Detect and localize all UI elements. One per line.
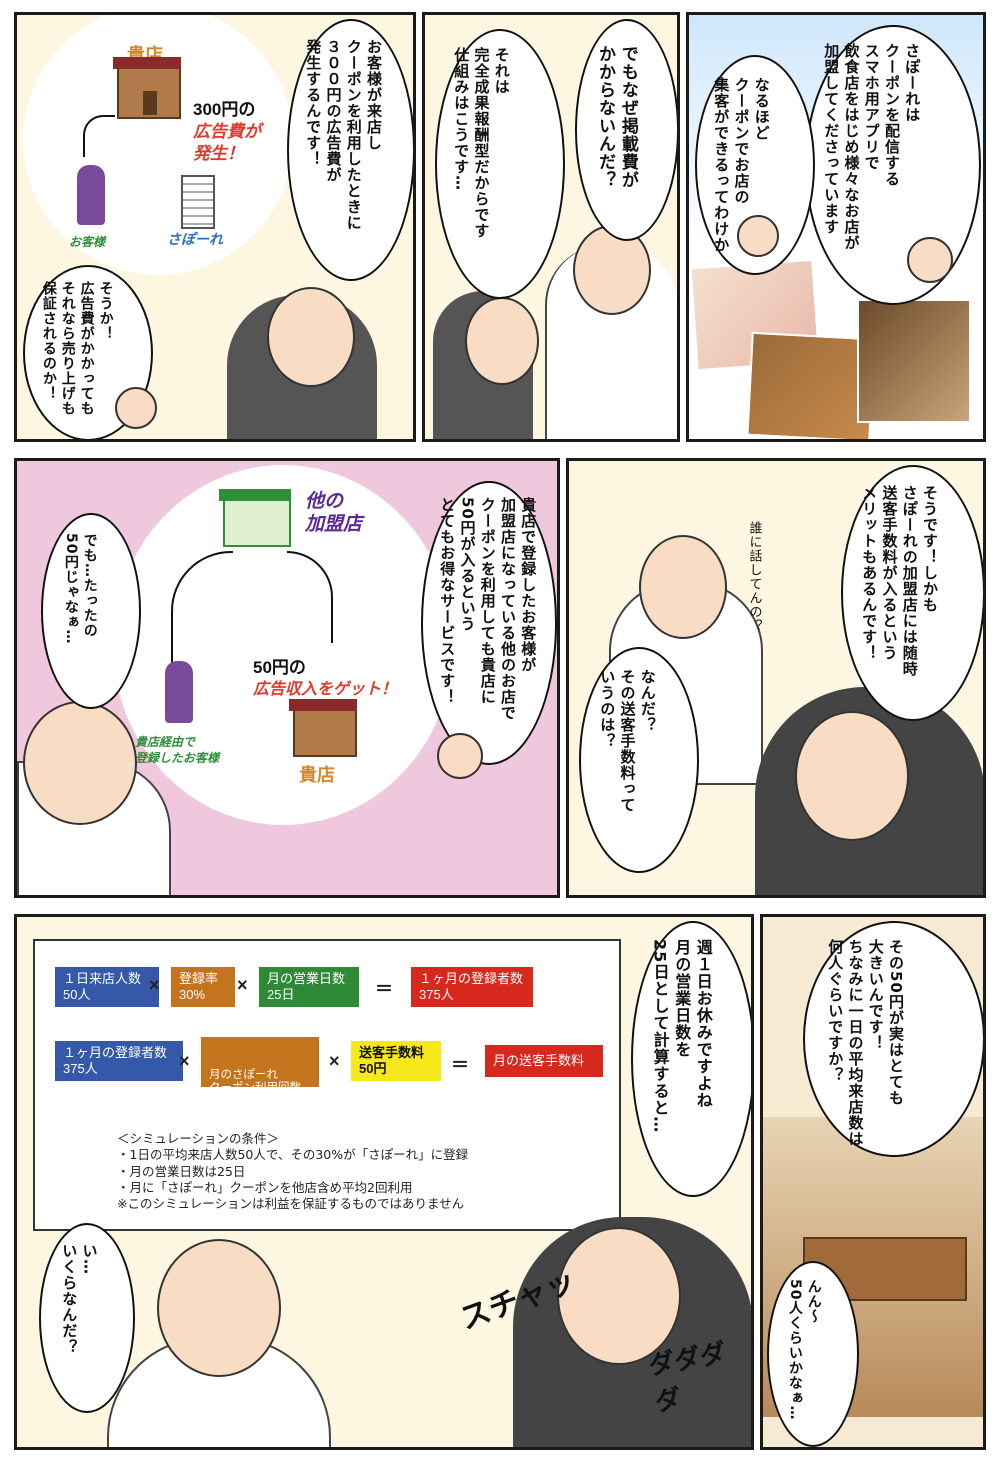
panel-average-visitors: その50円が実はとても 大きいんです！ ちなみに一日の平均来店数は 何人ぐらいで… (760, 914, 986, 1450)
panel-why-no-fee: でもなぜ掲載費が かからないんだ？ それは 完全成果報酬型だからです 仕組みはこ… (422, 12, 680, 442)
fee-line-2: 広告費が (193, 122, 261, 141)
bubble-text-reason: それは 完全成果報酬型だからです 仕組みはこうです… (452, 47, 511, 239)
box-value: 50円 (359, 1060, 387, 1076)
box-value: 30% (179, 986, 206, 1002)
box-monthly-registrations: １ヶ月の登録者数 375人 (411, 967, 533, 1007)
woman-face (557, 1227, 681, 1365)
box-label: １ヶ月の登録者数 (419, 971, 524, 986)
times-sign: × (237, 975, 248, 995)
service-label: さぽーれ (167, 231, 223, 247)
bubble-text-reply: そうか！ 広告費がかかっても それなら売り上げも 保証されるのか！ (40, 281, 114, 416)
speech-bubble (575, 19, 677, 241)
other-shop-label: 他の 加盟店 (305, 491, 363, 535)
box-daily-visitors: １日来店人数 50人 (55, 967, 159, 1007)
face-icon (437, 733, 483, 779)
box-label: 月のさぽーれ クーポン利用回数 (209, 1068, 301, 1095)
simulation-conditions: ＜シミュレーションの条件＞ ・1日の平均来店人数50人で、その30%が「さぽーれ… (117, 1131, 469, 1211)
bubble-text-what-fee: なんだ？ その送客手数料って いうのは？ (598, 669, 657, 813)
bubble-text-only-50: でも…たったの 50円じゃなぁ… (62, 533, 98, 645)
speech-bubble (631, 921, 751, 1197)
box-value: 375人 (63, 1060, 98, 1076)
face-icon (907, 237, 953, 283)
speech-bubble (767, 1261, 859, 1447)
equals-sign: ＝ (451, 1055, 469, 1075)
speech-bubble (41, 513, 141, 709)
box-value: 50人 (63, 986, 91, 1002)
box-coupon-uses: 月のさぽーれ クーポン利用回数 2回 (201, 1037, 319, 1136)
box-label: 月の送客手数料 (493, 1053, 585, 1068)
bubble-text-merit: そうです！しかも さぽーれの加盟店には随時 送客手数料が入るという メリットもあ… (860, 485, 939, 677)
speech-bubble (841, 465, 983, 721)
times-sign: × (149, 975, 160, 995)
shop-icon (113, 57, 181, 119)
face-icon (115, 387, 157, 429)
customer-icon (165, 661, 193, 723)
box-monthly-registrations-2: １ヶ月の登録者数 375人 (55, 1041, 183, 1081)
panel-app-intro: さぽーれは クーポンを配信する スマホ用アプリで 飲食店をはじめ様々なお店が 加… (686, 12, 986, 442)
box-label: 月の営業日数 (267, 971, 346, 986)
box-value: 2回 (209, 1123, 227, 1136)
speech-bubble (287, 19, 413, 281)
woman-face (465, 297, 539, 385)
speech-bubble (421, 481, 557, 765)
box-business-days: 月の営業日数 25日 (259, 967, 359, 1007)
panel-merit: 誰に話してんの？ そうです！しかも さぽーれの加盟店には随時 送客手数料が入ると… (566, 458, 986, 898)
sfx-who-talking: 誰に話してんの？ (746, 521, 762, 633)
bubble-text-ad-fee: お客様が来店し クーポンを利用したときに ３００円の広告費が 発生するんです！ (304, 39, 383, 231)
shop-label: 貴店 (299, 765, 335, 785)
speech-bubble (39, 1223, 135, 1413)
bubble-text-how-much: い… いくらなんだ？ (60, 1243, 99, 1355)
speech-bubble (435, 29, 565, 299)
bubble-text-referral: 貴店で登録したお客様が 加盟店になっている他のお店で クーポンを利用しても貴店に… (438, 497, 538, 721)
panel-simulation: １日来店人数 50人 × 登録率 30% × 月の営業日数 25日 ＝ １ヶ月の… (14, 914, 754, 1450)
box-monthly-referral-fee: 月の送客手数料 (485, 1045, 603, 1077)
panel-ad-fee-diagram: 貴店 300円の 広告費が 発生！ お客様 さぽーれ お客様が来店し クーポンを… (14, 12, 416, 442)
box-label: 送客手数料 (359, 1045, 425, 1060)
times-sign: × (179, 1051, 190, 1071)
bubble-text-50-yen-big: その50円が実はとても 大きいんです！ ちなみに一日の平均来店数は 何人ぐらいで… (826, 939, 905, 1147)
speech-bubble (579, 647, 699, 873)
shop-icon (289, 699, 357, 757)
bubble-text-50-people: んん〜 50人くらいかなぁ… (786, 1279, 822, 1421)
bubble-text-calc: 週１日お休みですよね 月の営業日数を 25日として計算すると… (650, 939, 713, 1134)
chef-face (573, 225, 651, 315)
times-sign: × (329, 1051, 340, 1071)
bubble-text-app-intro: さぽーれは クーポンを配信する スマホ用アプリで 飲食店をはじめ様々なお店が 加… (822, 43, 922, 251)
box-label: 登録率 (179, 971, 219, 986)
woman-face (267, 287, 355, 387)
chef-face (639, 535, 727, 639)
box-referral-fee: 送客手数料 50円 (351, 1041, 441, 1081)
box-registration-rate: 登録率 30% (171, 967, 235, 1007)
shop-icon (219, 489, 291, 547)
customer-label: お客様 (69, 235, 106, 249)
customer-icon (77, 165, 105, 225)
woman-face (795, 711, 909, 841)
bubble-text-why: でもなぜ掲載費が かからないんだ？ (594, 45, 638, 189)
chef-face (23, 701, 137, 825)
income-line-2: 広告収入をゲット！ (253, 681, 398, 698)
panel-referral-diagram: 他の 加盟店 50円の 広告収入をゲット！ 貴店経由で 登録したお客様 貴店 貴… (14, 458, 560, 898)
customer-label: 貴店経由で 登録したお客様 (135, 735, 220, 765)
box-label: １日来店人数 (63, 971, 142, 986)
restaurant-photo-icon (857, 299, 971, 423)
arrow-icon (83, 115, 115, 157)
box-value: 375人 (419, 986, 454, 1002)
income-line-1: 50円の (253, 658, 306, 677)
chef-face (157, 1239, 281, 1377)
box-label: １ヶ月の登録者数 (63, 1045, 168, 1060)
building-icon (181, 175, 215, 229)
fee-line-1: 300円の (193, 100, 256, 119)
equals-sign: ＝ (375, 979, 393, 999)
speech-bubble (803, 921, 983, 1157)
box-value: 25日 (267, 986, 295, 1002)
fee-line-3: 発生！ (193, 144, 244, 163)
bubble-text-naruhodo: なるほど クーポンでお店の 集客ができるってわけか (712, 77, 771, 253)
face-icon (737, 215, 779, 257)
